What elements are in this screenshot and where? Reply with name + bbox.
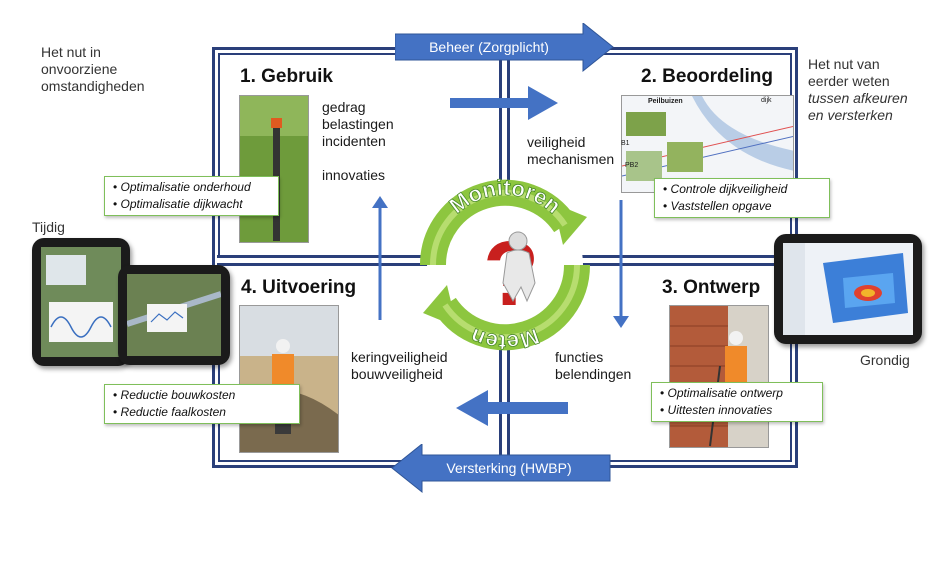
tablet-left-back: [32, 238, 130, 366]
q2-map-image: [621, 95, 794, 193]
benefit-item: Optimalisatie dijkwacht: [113, 196, 270, 213]
q4-benefits: Reductie bouwkosten Reductie faalkosten: [104, 384, 300, 424]
monitoring-cycle: ?: [419, 179, 591, 351]
grondig-label: Grondig: [860, 352, 910, 368]
tablet-screen: [41, 247, 121, 357]
left-top-text: Het nut in onvoorziene omstandigheden: [41, 44, 145, 94]
tijdig-label: Tijdig: [32, 219, 65, 235]
tablet-screen: [783, 243, 913, 335]
beheer-label: Beheer (Zorgplicht): [429, 39, 549, 55]
q4-photo-worker: [239, 305, 339, 453]
map-label-b1: B1: [621, 140, 630, 147]
map-label-pb2: PB2: [625, 162, 639, 169]
monitoren-word: Monitoren: [445, 175, 566, 219]
q4-title: 4. Uitvoering: [241, 277, 357, 298]
q1-notes: gedrag belastingen incidenten innovaties: [322, 99, 394, 183]
tablet-screen: [127, 274, 221, 356]
benefit-item: Reductie bouwkosten: [113, 387, 291, 404]
flow-arrow-left: [456, 390, 568, 426]
meten-word: Meten: [467, 323, 542, 355]
q3-photo-surveyor: [669, 305, 769, 448]
beheer-arrow: [395, 23, 614, 73]
benefit-item: Optimalisatie onderhoud: [113, 179, 270, 196]
map-label-dijk: dijk: [761, 97, 772, 104]
q2-title: 2. Beoordeling: [641, 66, 773, 87]
q2-notes: veiligheid mechanismen: [527, 134, 615, 167]
map-label-peilbuizen: Peilbuizen: [648, 98, 683, 105]
right-top-text: Het nut van eerder weten tussen afkeuren…: [808, 56, 908, 123]
versterking-label: Versterking (HWBP): [446, 460, 572, 476]
q3-benefits: Optimalisatie ontwerp Uittesten innovati…: [651, 382, 823, 422]
benefit-item: Uittesten innovaties: [660, 402, 814, 419]
q1-benefits: Optimalisatie onderhoud Optimalisatie di…: [104, 176, 279, 216]
tablet-left-front: [118, 265, 230, 365]
benefit-item: Controle dijkveiligheid: [663, 181, 821, 198]
q3-notes: functies belendingen: [555, 349, 632, 382]
q1-title: 1. Gebruik: [240, 66, 333, 87]
flow-arrow-right: [450, 86, 558, 120]
benefit-item: Vaststellen opgave: [663, 198, 821, 215]
benefit-item: Optimalisatie ontwerp: [660, 385, 814, 402]
versterking-arrow: [391, 444, 611, 494]
q3-title: 3. Ontwerp: [662, 277, 761, 298]
benefit-item: Reductie faalkosten: [113, 404, 291, 421]
thinker-figure-icon: [502, 231, 536, 303]
cycle-words: Monitoren Meten: [444, 175, 566, 355]
tablet-right: [774, 234, 922, 344]
q1-photo-grass-marker: [239, 95, 309, 243]
q4-notes: keringveiligheid bouwveiligheid: [351, 349, 448, 382]
q2-benefits: Controle dijkveiligheid Vaststellen opga…: [654, 178, 830, 218]
